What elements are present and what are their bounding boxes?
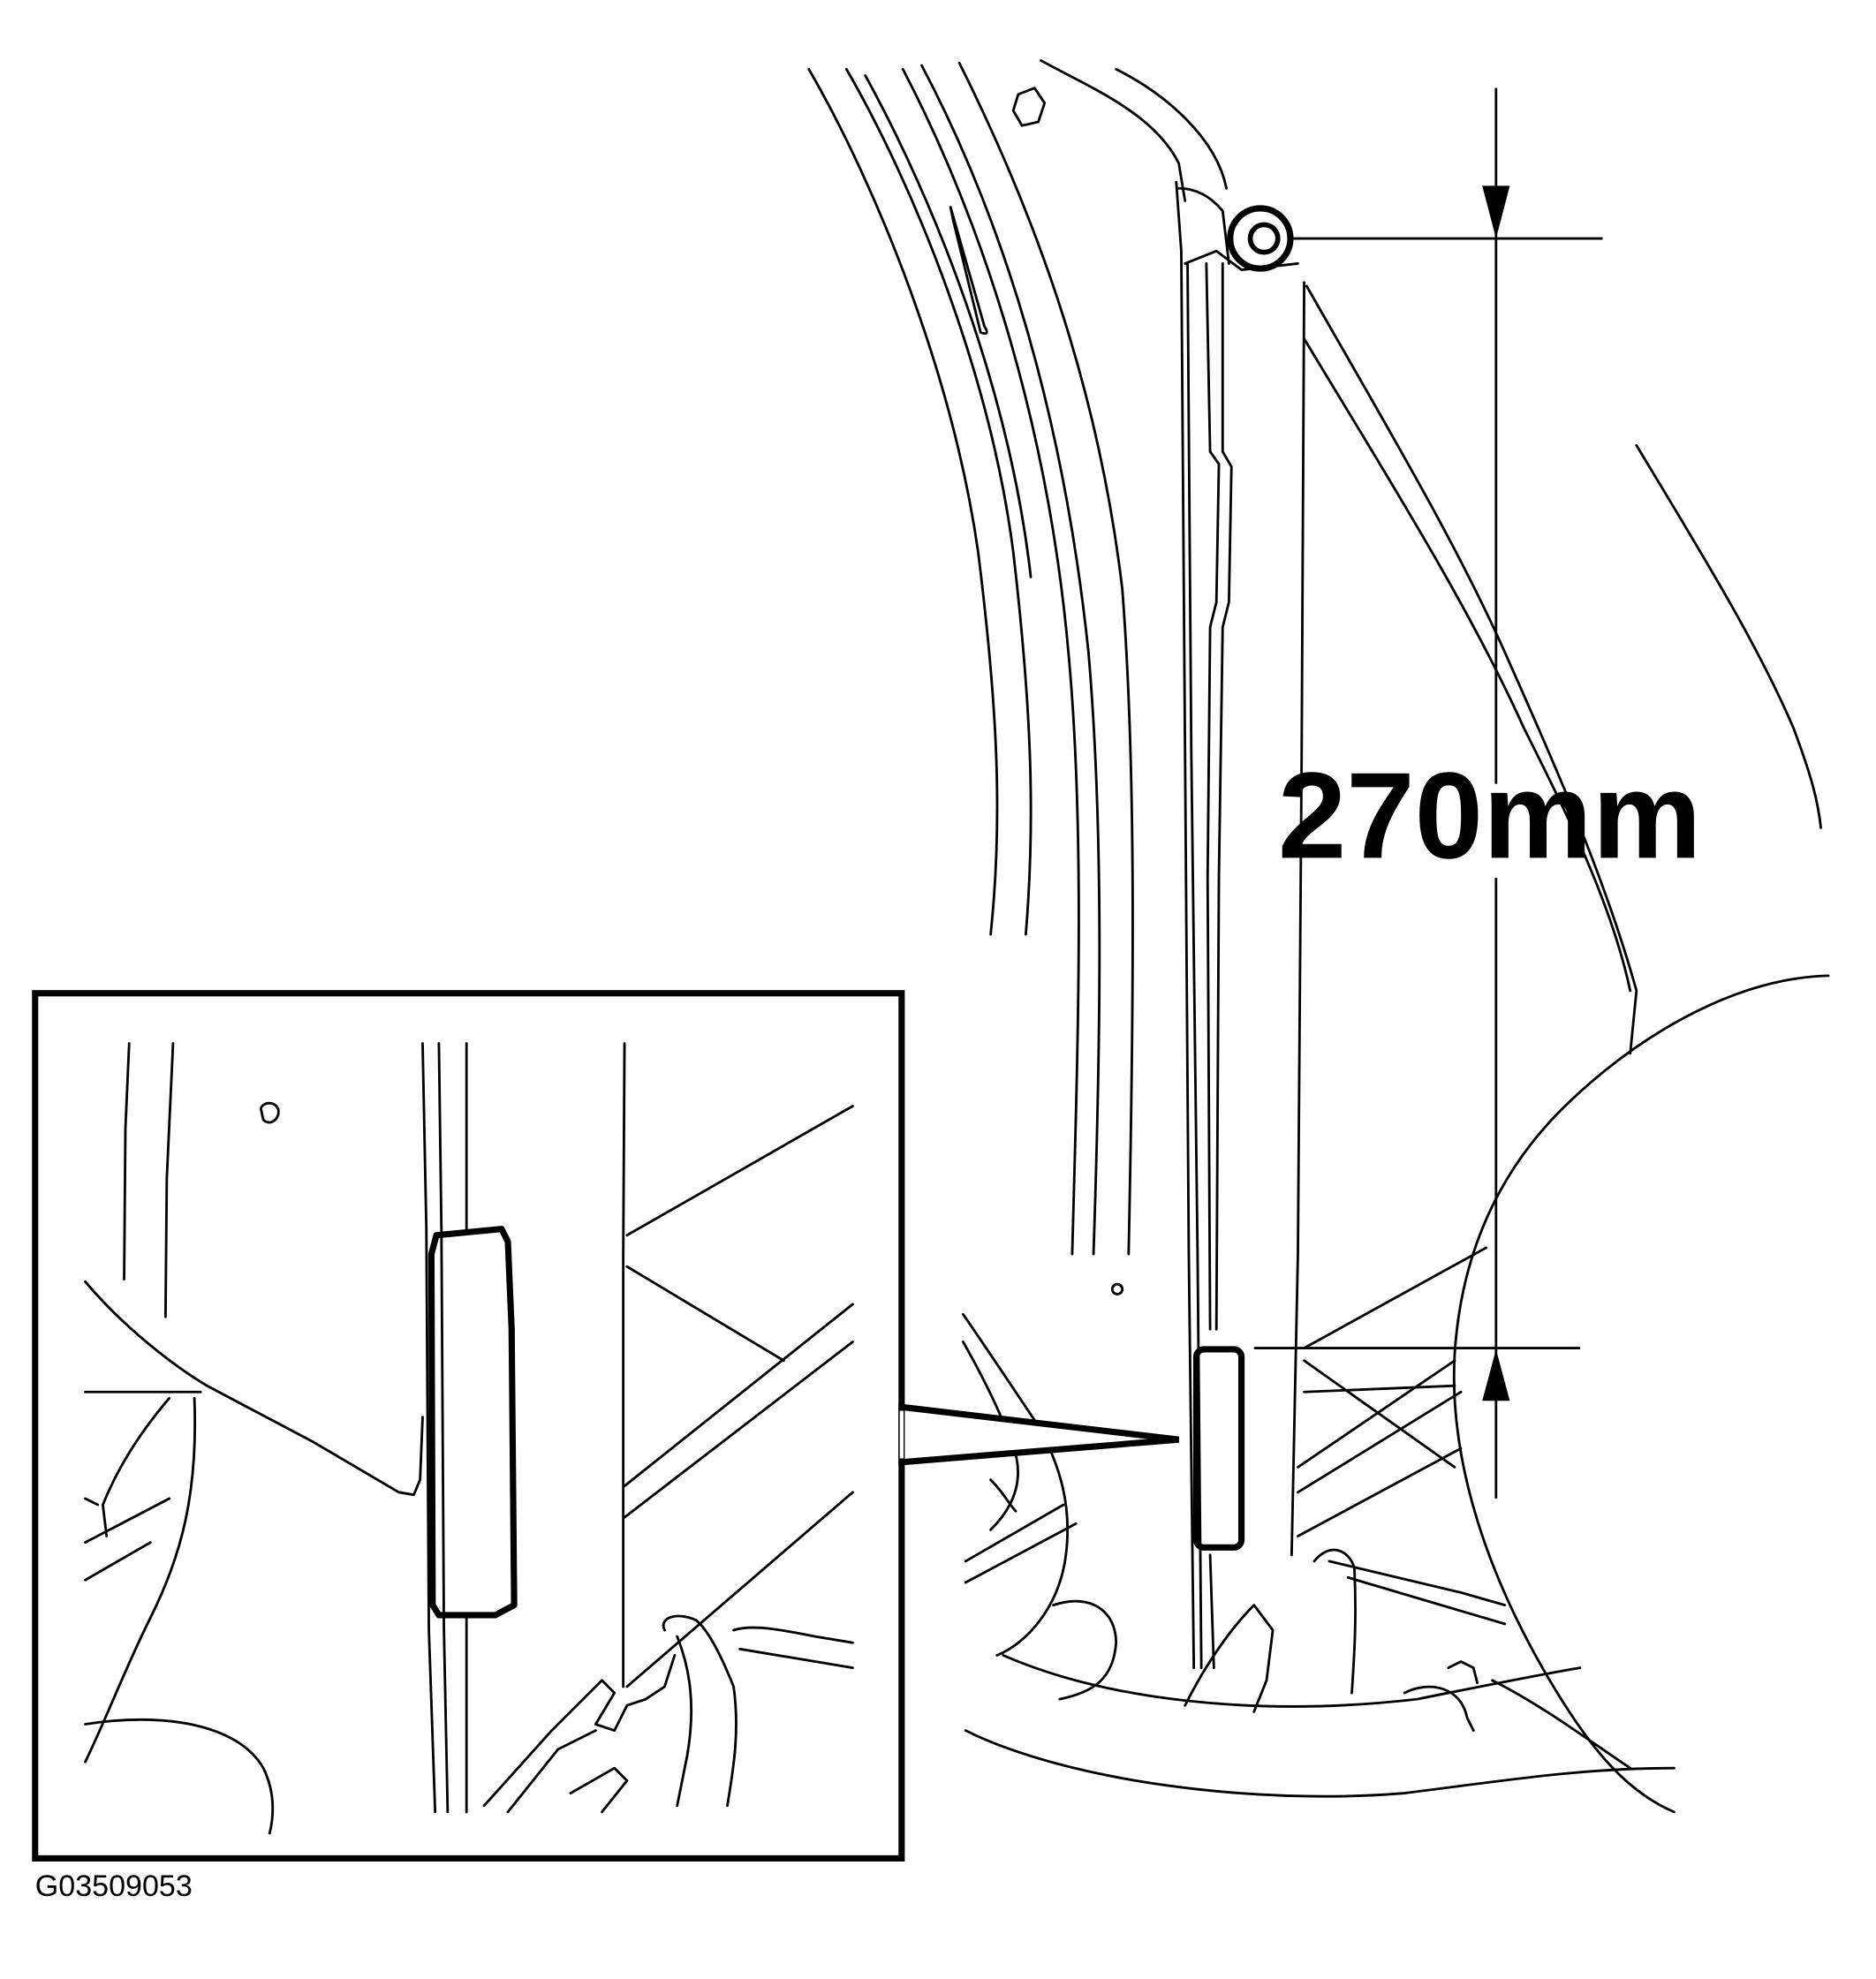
speaker-opening <box>1452 974 1830 1814</box>
inset-regulator-arm <box>623 1341 854 1519</box>
door-lower-detail <box>1403 1685 1475 1733</box>
inset-latch <box>569 1766 629 1814</box>
regulator-arm <box>1297 1446 1463 1537</box>
inset-hole <box>259 1101 280 1124</box>
door-frame-curve <box>957 61 1134 1256</box>
door-frame-curve <box>844 67 1033 936</box>
door-lower-detail <box>961 1312 1070 1657</box>
inset-latch <box>506 1729 597 1814</box>
pivot-bolt-inner <box>1247 222 1281 255</box>
window-rail-edge <box>1214 262 1233 1331</box>
door-frame-curve <box>807 67 999 936</box>
inset-latch <box>662 1614 738 1808</box>
inset-latch <box>732 1626 854 1644</box>
figure-code: G03509053 <box>35 1869 193 1903</box>
regulator-arm <box>1303 1384 1456 1394</box>
door-lower-detail <box>1346 1575 1507 1626</box>
regulator-arm <box>1297 1359 1456 1469</box>
mount-hole <box>1011 87 1047 127</box>
inset-tube <box>84 1497 171 1545</box>
callout-pointer <box>898 1403 1180 1466</box>
regulator-arm <box>1297 1390 1463 1494</box>
window-rail-right <box>1290 281 1305 1557</box>
inset-tube <box>84 1497 100 1507</box>
door-frame-curve <box>864 74 1033 578</box>
door-lower-detail <box>1328 1560 1507 1607</box>
door-lower-detail <box>1312 1548 1357 1695</box>
window-rail-edge <box>1205 262 1221 1331</box>
inset-frame <box>32 990 905 1862</box>
regulator-arm <box>1303 1359 1456 1469</box>
door-bottom-curve <box>964 1729 1676 1798</box>
door-bottom-curve <box>1002 1653 1582 1708</box>
door-panel-line <box>1635 443 1822 829</box>
inset-rail <box>421 1042 437 1814</box>
pivot-bracket <box>1177 186 1230 265</box>
main-view <box>807 59 1830 1814</box>
door-lower-detail <box>1184 1604 1275 1713</box>
inset-panel-edge <box>163 1042 175 1318</box>
inset-tube <box>102 1396 171 1537</box>
inset-tube <box>84 1396 197 1764</box>
door-panel-line <box>1305 284 1638 1055</box>
inset-latch <box>676 1635 693 1808</box>
door-lower-detail <box>1052 1599 1118 1701</box>
frame-slot <box>949 206 988 336</box>
inset-marked-clip <box>427 1226 518 1619</box>
dimension-label: 270mm <box>1278 747 1702 884</box>
inset-latch <box>482 1653 677 1808</box>
door-lower-detail <box>964 1522 1078 1584</box>
inset-panel-edge <box>84 1280 424 1497</box>
window-rail-edge <box>1208 1553 1215 1670</box>
door-frame-curve <box>901 67 1080 1256</box>
door-lower-detail <box>964 1503 1065 1563</box>
door-lower-detail <box>1447 1660 1479 1685</box>
dimension-arrow-down <box>1482 185 1510 239</box>
door-frame-curve <box>920 64 1101 1256</box>
inset-regulator-arm <box>625 1265 785 1363</box>
dimension-indicator <box>1253 87 1603 1499</box>
door-lower-detail <box>1491 1679 1632 1770</box>
inset-regulator-arm <box>623 1303 854 1488</box>
window-rail-left <box>1175 180 1196 1670</box>
inset-latch <box>738 1647 854 1670</box>
inset-panel-edge <box>123 1042 131 1280</box>
door-lower-detail <box>989 1478 1017 1513</box>
marked-clip <box>1192 1346 1245 1551</box>
dimension-arrow-up <box>1482 1348 1510 1401</box>
inset-regulator-arm <box>625 1491 854 1688</box>
inset-rail <box>437 1042 450 1814</box>
detail-inset <box>32 990 905 1862</box>
pivot-bolt <box>1227 205 1294 272</box>
door-top-edge <box>1115 67 1228 190</box>
inset-tube <box>84 1718 275 1835</box>
door-panel-line <box>1303 337 1632 993</box>
inset-tube <box>84 1541 152 1582</box>
inset-regulator-arm <box>625 1105 854 1237</box>
mount-hole <box>1110 1282 1124 1295</box>
regulator-arm <box>1303 1246 1487 1349</box>
door-top-edge <box>1040 59 1187 202</box>
